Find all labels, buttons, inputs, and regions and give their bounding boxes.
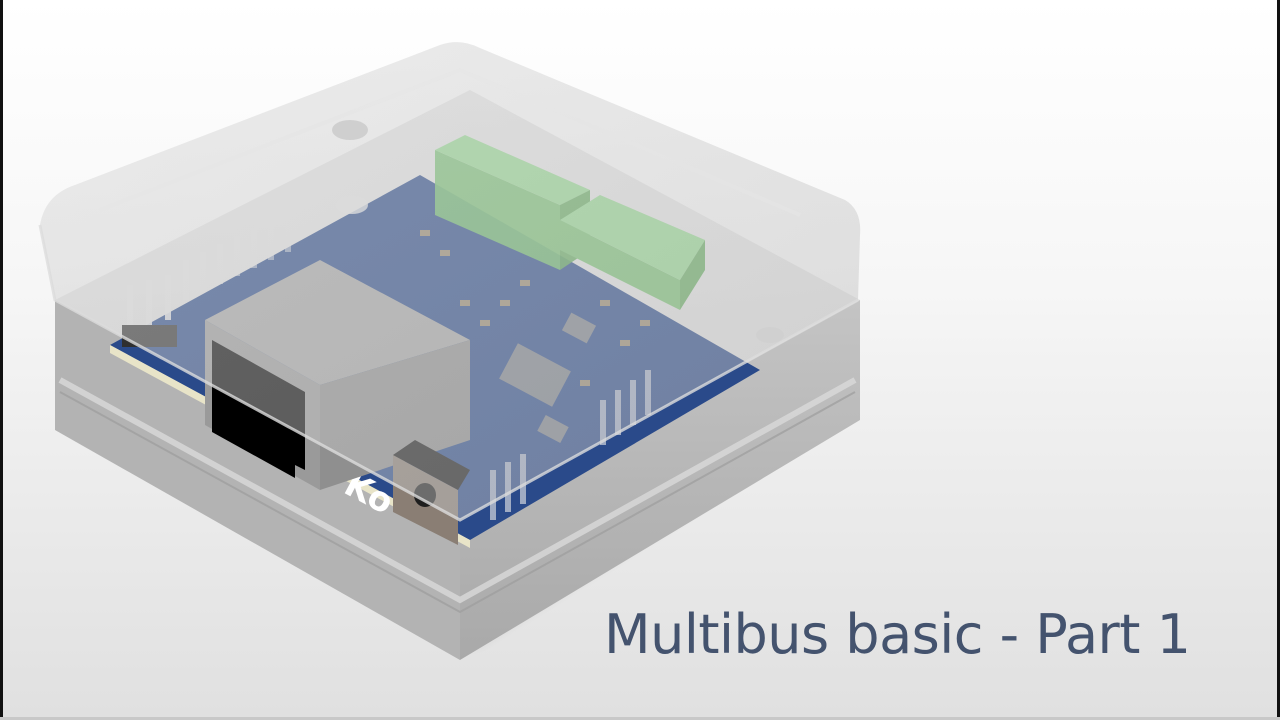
- right-frame-border: [1277, 0, 1280, 720]
- slide-title: Multibus basic - Part 1: [604, 603, 1191, 666]
- bottom-frame-border: [0, 717, 1280, 720]
- left-frame-border: [0, 0, 3, 720]
- enclosure-lid: [38, 42, 861, 522]
